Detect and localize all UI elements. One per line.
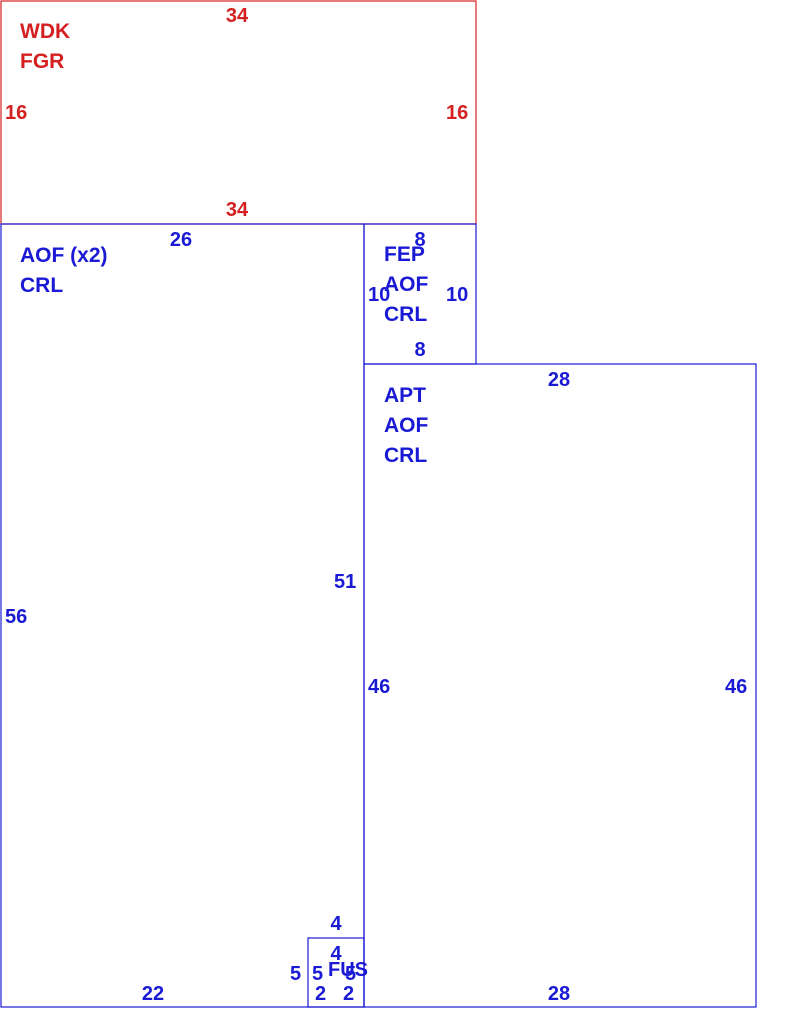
room-aof-x2 xyxy=(0,223,365,1008)
room-apt-label-line2: AOF xyxy=(384,414,429,437)
room-wdk-left-dim: 16 xyxy=(5,102,27,124)
room-wdk-fgr xyxy=(0,0,477,225)
room-aof-x2-top-dim: 26 xyxy=(170,229,192,251)
room-fep-bottom-dim: 8 xyxy=(414,339,425,361)
room-fus xyxy=(307,937,365,1008)
room-fep-label-line3: CRL xyxy=(384,303,427,326)
room-fep-left-dim: 10 xyxy=(368,284,390,306)
room-fus-inner-top-dim: 4 xyxy=(330,943,342,965)
room-aof-x2-label-line1: AOF (x2) xyxy=(20,244,108,267)
room-wdk-label-line2: FGR xyxy=(20,50,64,73)
room-aof-x2-bottom-dim: 22 xyxy=(142,983,164,1005)
room-fus-left-outer-dim: 5 xyxy=(290,963,301,985)
room-aof-x2-left-dim: 56 xyxy=(5,606,27,628)
room-fus-label: FUS xyxy=(328,959,368,981)
room-apt-left-dim: 46 xyxy=(368,676,390,698)
room-fus-left-inner-dim: 5 xyxy=(312,963,323,985)
room-wdk-bottom-dim: 34 xyxy=(226,199,249,221)
room-fus-bottom-right-dim: 2 xyxy=(343,983,354,1005)
room-fep-top-dim: 8 xyxy=(414,229,425,251)
room-wdk-top-dim: 34 xyxy=(226,5,249,27)
room-apt-right-dim: 46 xyxy=(725,676,747,698)
room-fep-label-line1: FEP xyxy=(384,243,425,266)
room-apt-bottom-dim: 28 xyxy=(548,983,570,1005)
room-apt-label-line3: CRL xyxy=(384,444,427,467)
room-fep-right-dim: 10 xyxy=(446,284,468,306)
room-apt xyxy=(363,363,757,1008)
room-fus-top-dim: 4 xyxy=(330,913,342,935)
room-aof-x2-label-line2: CRL xyxy=(20,274,63,297)
room-apt-top-dim: 28 xyxy=(548,369,570,391)
room-fus-bottom-left-dim: 2 xyxy=(315,983,326,1005)
room-aof-x2-right-dim: 51 xyxy=(334,571,356,593)
room-apt-label-line1: APT xyxy=(384,384,426,407)
room-wdk-right-dim: 16 xyxy=(446,102,468,124)
room-fep-label-line2: AOF xyxy=(384,273,429,296)
room-fus-right-inner-dim: 5 xyxy=(345,963,356,985)
room-wdk-label-line1: WDK xyxy=(20,20,70,43)
